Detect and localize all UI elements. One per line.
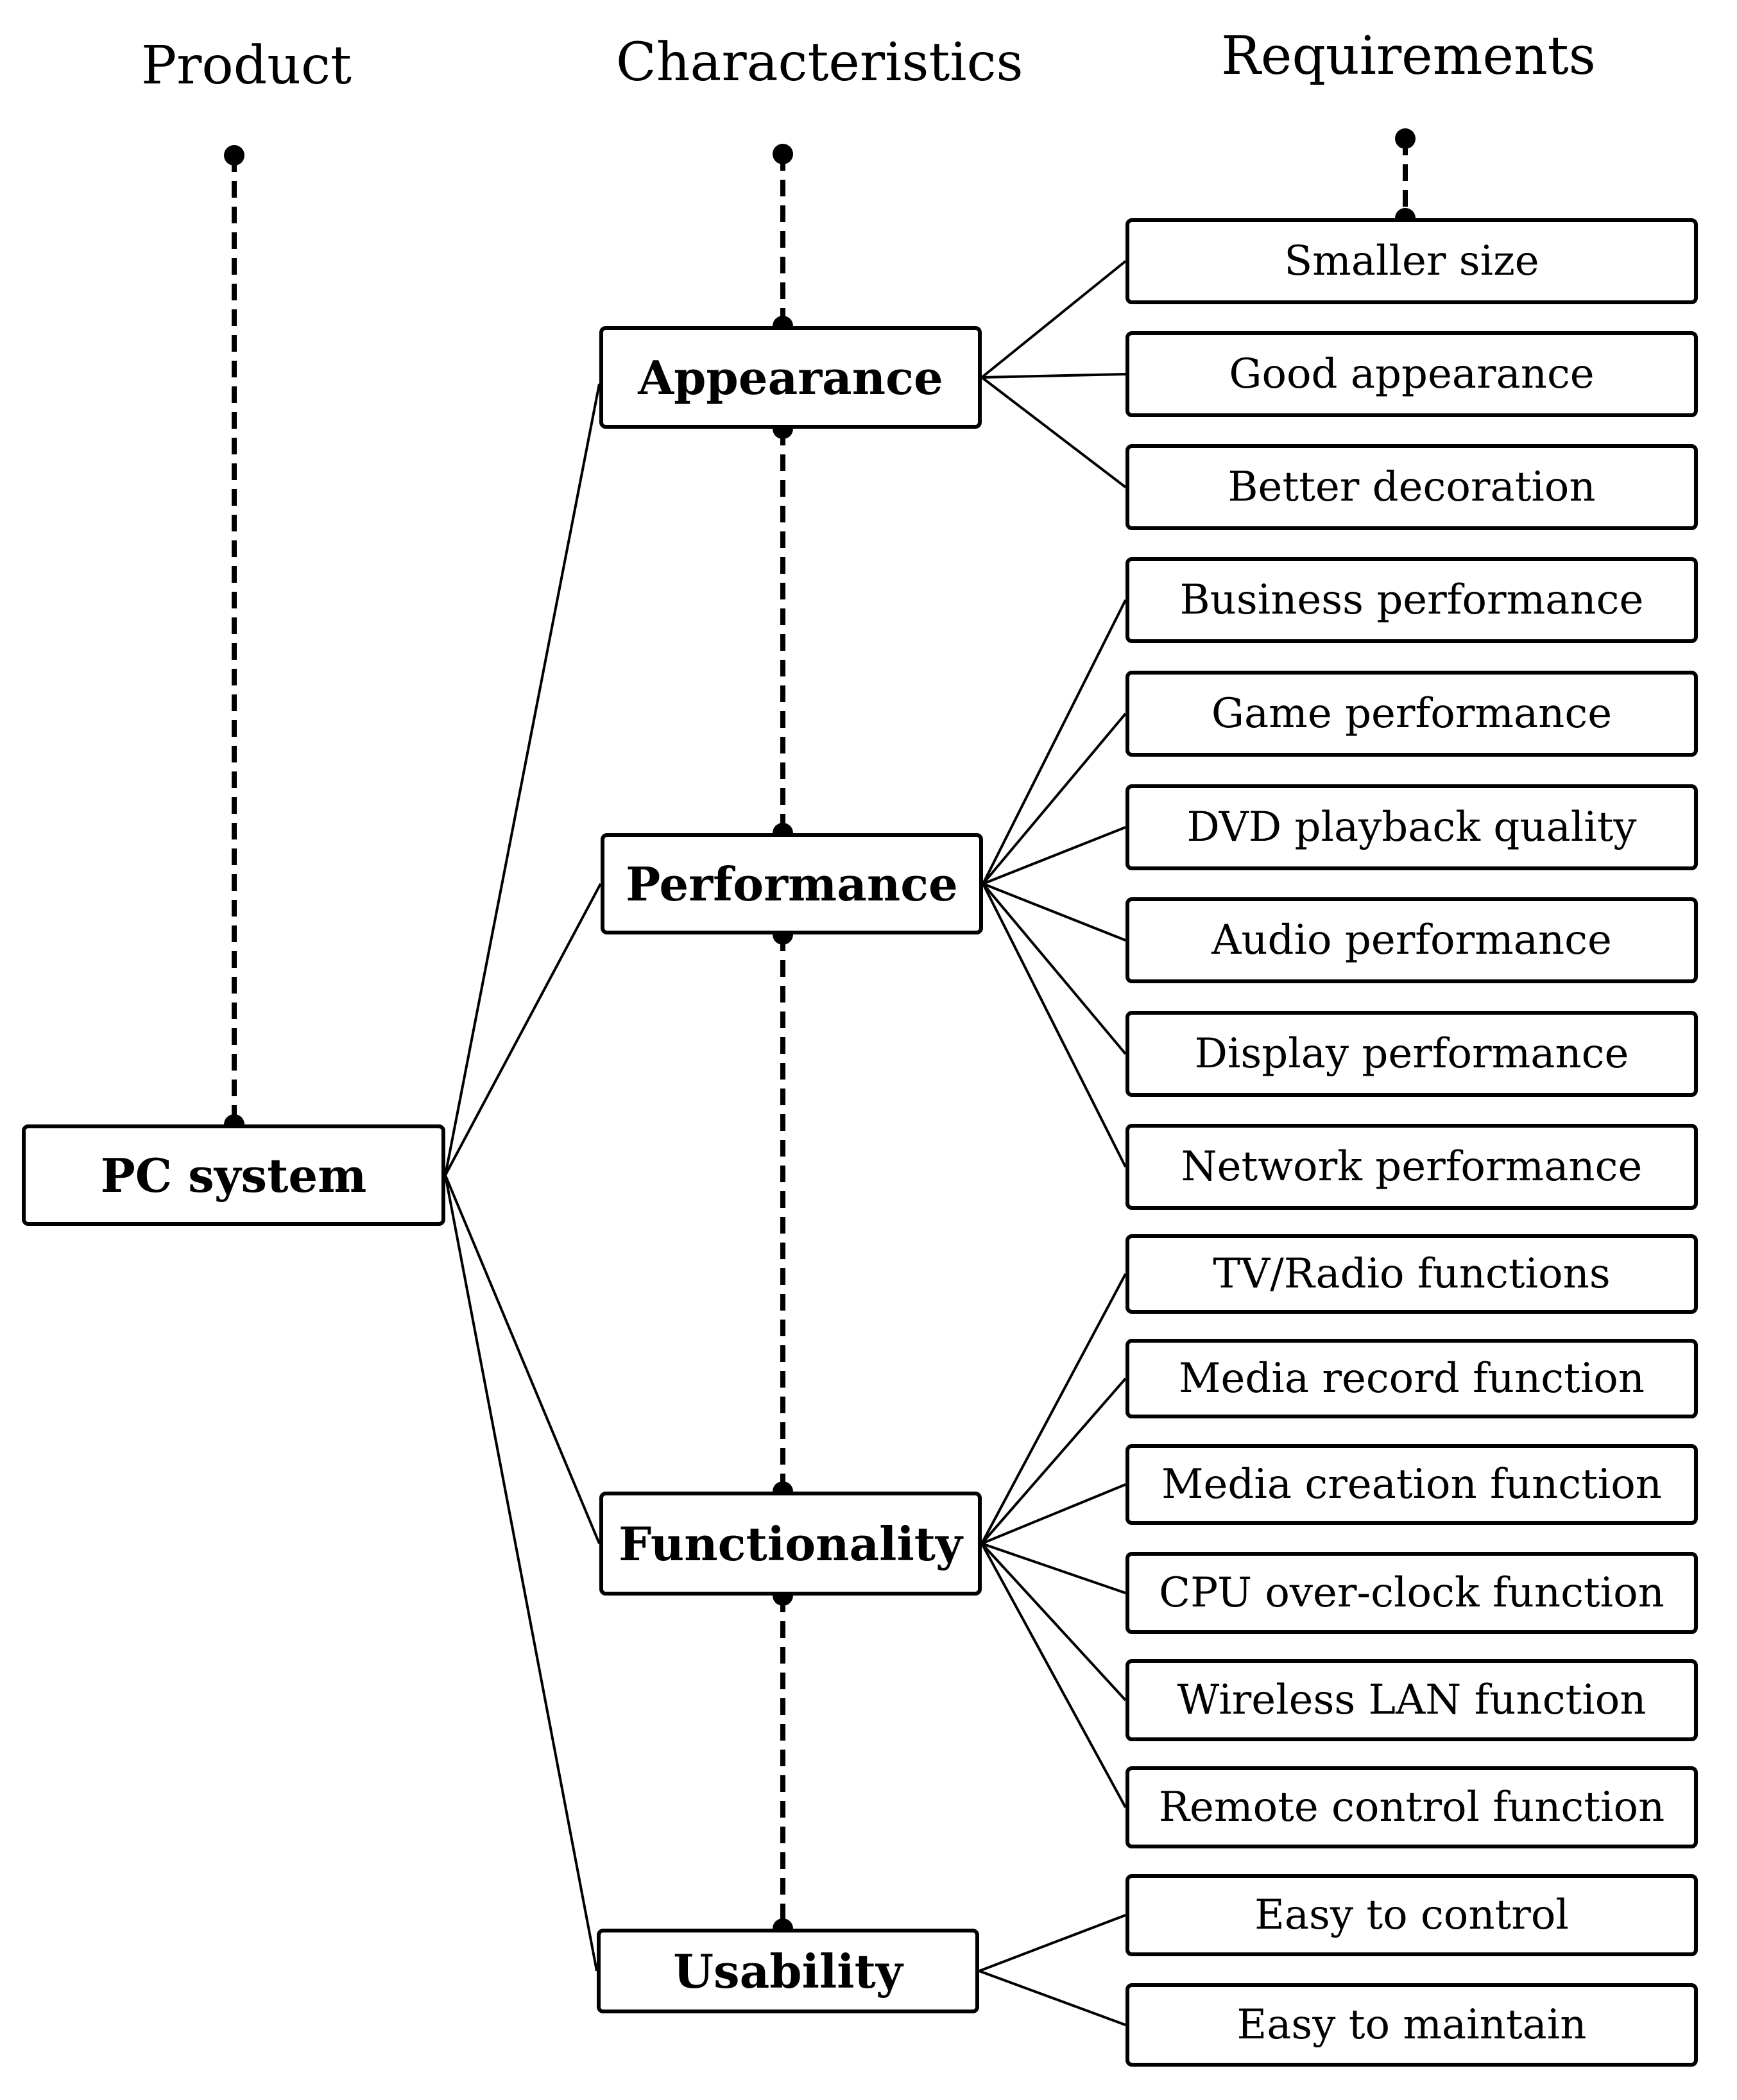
requirement-item: Better decoration [1125,444,1698,530]
product-axis-top-dot [224,145,244,166]
characteristic-to-requirement-line [982,883,1127,1167]
requirement-item: Game performance [1125,671,1698,757]
requirement-item: Easy to maintain [1125,1983,1698,2067]
characteristic-to-requirement-line [980,1543,1127,1808]
requirement-item: Smaller size [1125,218,1698,304]
characteristic-performance: Performance [601,833,983,934]
characteristic-usability: Usability [597,1929,979,2013]
requirement-item: Good appearance [1125,331,1698,417]
product-node: PC system [22,1124,445,1226]
requirement-item: Media record function [1125,1339,1698,1418]
product-to-characteristic-line [444,1175,598,1972]
requirements-axis-top-dot [1395,128,1416,149]
characteristic-to-requirement-line [981,373,1126,379]
characteristic-to-requirement-line [981,1483,1126,1545]
characteristic-to-requirement-line [980,1377,1127,1545]
characteristic-to-requirement-line [979,1970,1126,2026]
characteristic-to-requirement-line [981,1542,1126,1594]
product-to-characteristic-line [444,1175,601,1544]
requirement-item: CPU over-clock function [1125,1552,1698,1634]
requirement-item: Business performance [1125,557,1698,643]
characteristic-to-requirement-line [979,1914,1126,1972]
characteristics-axis-dot [773,144,793,164]
characteristic-to-requirement-line [980,260,1127,379]
requirement-item: Easy to control [1125,1874,1698,1956]
column-header-product: Product [141,35,352,96]
characteristic-to-requirement-line [982,599,1127,884]
column-header-requirements: Requirements [1221,26,1596,87]
requirement-item: TV/Radio functions [1125,1234,1698,1314]
requirement-item: Remote control function [1125,1766,1698,1848]
requirement-item: Display performance [1125,1011,1698,1097]
characteristic-appearance: Appearance [599,326,982,429]
characteristic-to-requirement-line [982,712,1127,885]
characteristic-to-requirement-line [980,1273,1127,1544]
requirement-item: Audio performance [1125,897,1698,983]
requirement-item: Wireless LAN function [1125,1659,1698,1741]
characteristic-to-requirement-line [982,882,1127,1055]
column-header-characteristics: Characteristics [616,32,1023,93]
characteristic-to-requirement-line [980,1542,1127,1701]
characteristic-to-requirement-line [980,376,1127,488]
product-to-characteristic-line [444,383,601,1176]
requirement-item: Network performance [1125,1124,1698,1210]
requirement-item: Media creation function [1125,1444,1698,1525]
characteristic-to-requirement-line [982,882,1126,942]
product-to-characteristic-line [444,883,602,1176]
characteristic-to-requirement-line [982,826,1126,885]
requirement-item: DVD playback quality [1125,784,1698,870]
characteristic-functionality: Functionality [599,1492,982,1596]
